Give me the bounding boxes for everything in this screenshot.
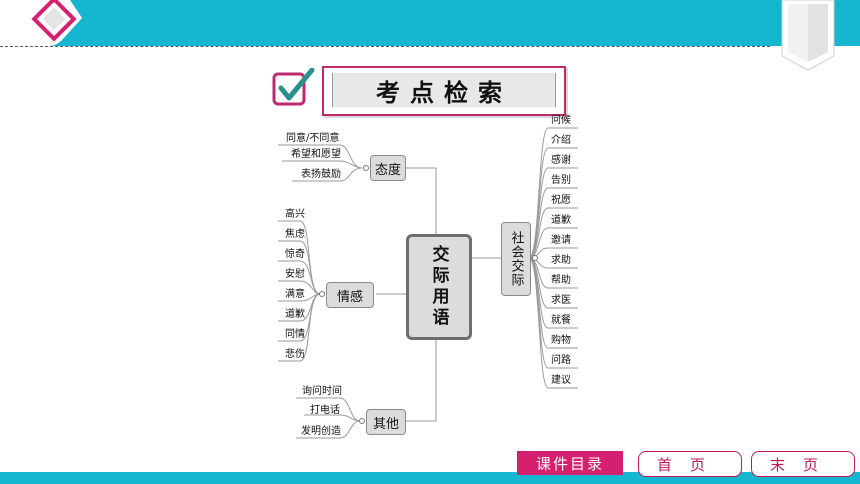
branch-attitude-label: 态度 (374, 162, 401, 178)
branch-other-node: 其他 (366, 409, 406, 435)
branch-attitude-node: 态度 (370, 155, 406, 181)
branch-other-label: 其他 (372, 416, 399, 432)
catalog-button[interactable]: 课件目录 (517, 451, 623, 475)
leaf-other-item: 发明创造 (301, 426, 341, 437)
leaf-emotion-item: 惊奇 (285, 249, 305, 260)
leaf-emotion-item: 悲伤 (285, 349, 305, 360)
leaf-attitude-item: 希望和愿望 (291, 149, 341, 160)
top-bar (0, 0, 860, 46)
branch-emotion-label: 情感 (336, 289, 363, 305)
leaf-emotion-item: 高兴 (285, 209, 305, 220)
leaf-social-item: 帮助 (551, 275, 571, 286)
header-divider (0, 46, 770, 47)
mindmap-center-node: 交际用语 (406, 234, 472, 340)
leaf-social-item: 问路 (551, 355, 571, 366)
leaf-emotion-item: 同情 (285, 329, 305, 340)
checkbox-icon (272, 68, 315, 106)
leaf-emotion-item: 满意 (285, 289, 305, 300)
leaf-social-item: 告别 (551, 175, 571, 186)
leaf-emotion-item: 安慰 (285, 269, 305, 280)
leaf-social-item: 介绍 (551, 135, 571, 146)
leaf-social-item: 感谢 (551, 155, 571, 166)
leaf-attitude-item: 同意/不同意 (286, 133, 340, 144)
leaf-attitude-item: 表扬鼓励 (301, 169, 341, 180)
leaf-social-item: 求医 (551, 295, 571, 306)
leaf-other-item: 询问时间 (302, 386, 342, 397)
diamond-logo-icon (0, 0, 82, 46)
leaf-emotion-item: 道歉 (285, 309, 305, 320)
home-button[interactable]: 首页 (638, 451, 742, 477)
leaf-social-item: 就餐 (551, 315, 571, 326)
last-page-button[interactable]: 末页 (751, 451, 855, 477)
leaf-social-item: 求助 (551, 255, 571, 266)
leaf-other-item: 打电话 (310, 405, 340, 416)
leaf-social-item: 祝愿 (551, 195, 571, 206)
branch-social-label: 社会交际 (508, 231, 524, 287)
leaf-social-item: 购物 (551, 335, 571, 346)
section-title-box: 考点检索 (322, 66, 566, 116)
branch-emotion-node: 情感 (326, 282, 374, 308)
leaf-social-item: 建议 (551, 375, 571, 386)
leaf-social-item: 道歉 (551, 215, 571, 226)
leaf-social-item: 邀请 (551, 235, 571, 246)
leaf-emotion-item: 焦虑 (285, 229, 305, 240)
branch-social-node: 社会交际 (501, 222, 531, 296)
leaf-social-item: 问候 (551, 115, 571, 126)
section-title: 考点检索 (376, 78, 512, 107)
section-title-inner: 考点检索 (332, 73, 556, 107)
center-label: 交际用语 (428, 245, 449, 329)
page-tab-icon (781, 0, 835, 71)
